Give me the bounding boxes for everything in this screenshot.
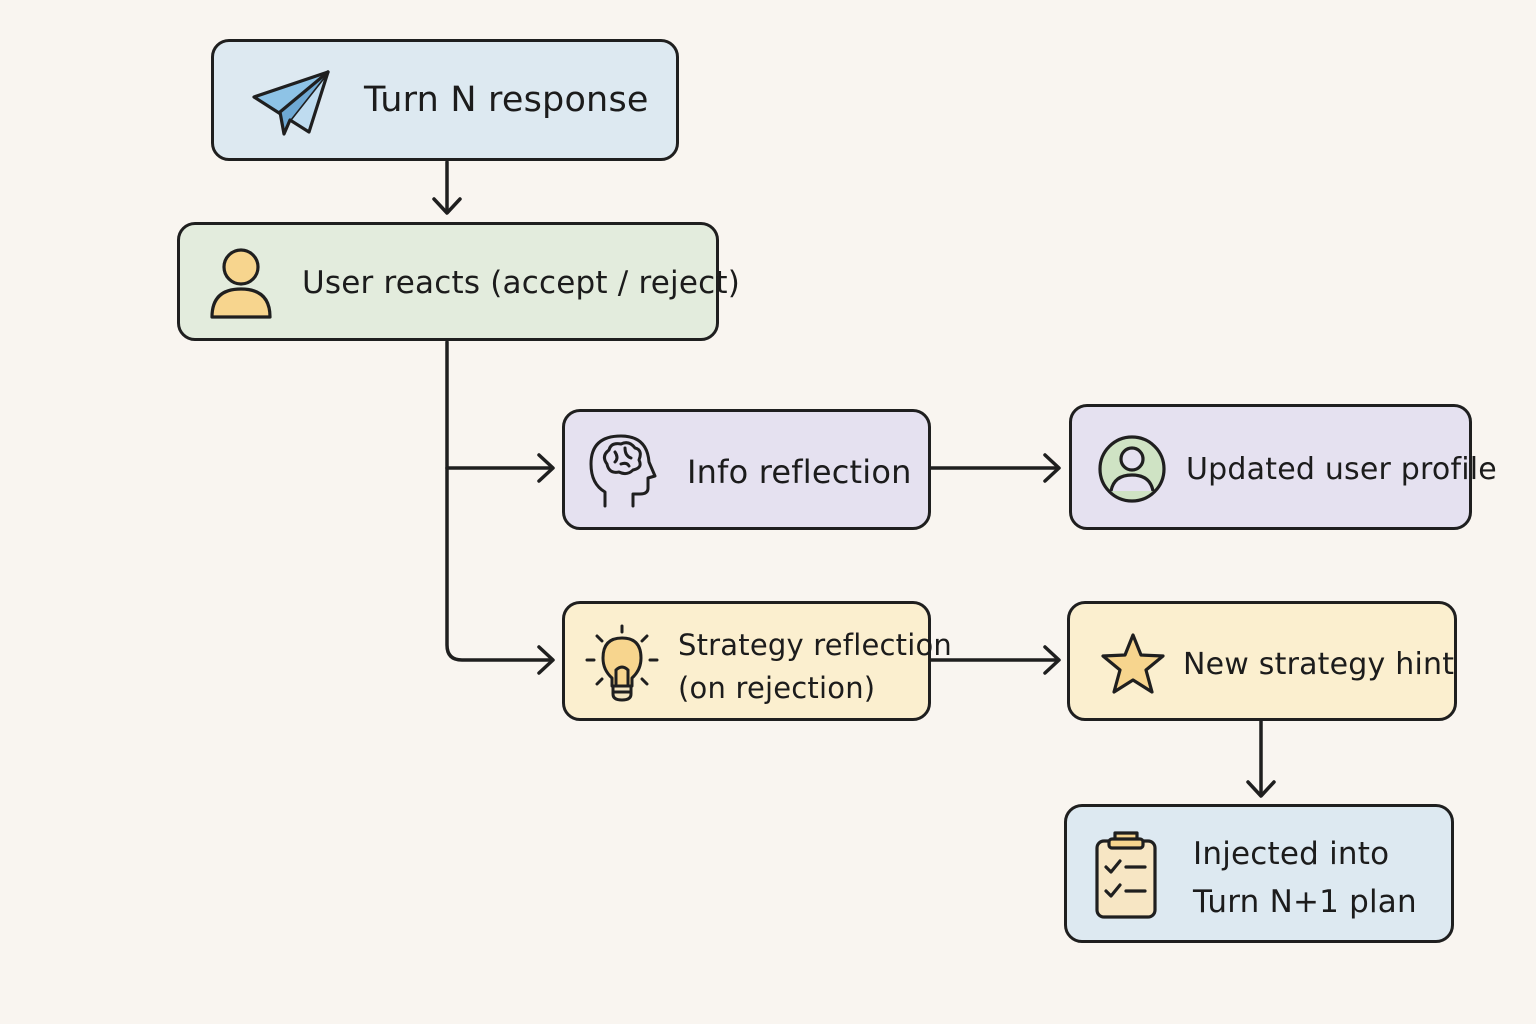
strategy-reflection-label: Strategy reflection (on rejection) [678,624,952,710]
user-reacts-node: User reacts (accept / reject) [177,222,740,341]
injected-plan-node: Injected into Turn N+1 plan [1064,804,1454,943]
user-icon [210,248,272,319]
injected-plan-line2: Turn N+1 plan [1193,884,1417,920]
updated-user-profile-label: Updated user profile [1186,452,1497,487]
edge-hint-to-injected [1246,719,1276,798]
star-icon [1101,633,1165,694]
edge-user-reacts-trunk [445,340,554,662]
lightbulb-icon [585,624,659,702]
edge-user-reacts-to-strategy-reflection [537,645,555,675]
clipboard-checklist-icon [1095,831,1157,919]
edge-user-reacts-to-info-reflection [445,453,555,483]
new-strategy-hint-node: New strategy hint [1067,601,1457,721]
strategy-reflection-node: Strategy reflection (on rejection) [562,601,952,721]
strategy-reflection-line1: Strategy reflection [678,628,953,662]
strategy-reflection-line2: (on rejection) [678,671,876,705]
injected-plan-line1: Injected into [1193,836,1390,872]
turn-n-response-node: Turn N response [211,39,679,161]
new-strategy-hint-label: New strategy hint [1183,647,1455,682]
edge-strategy-to-hint [929,645,1061,675]
user-profile-icon [1098,435,1166,503]
paper-plane-icon [252,70,330,136]
updated-user-profile-node: Updated user profile [1069,404,1497,530]
user-reacts-label: User reacts (accept / reject) [302,265,740,301]
edge-info-to-profile [929,453,1061,483]
info-reflection-label: Info reflection [687,453,912,491]
edge-response-to-user-reacts [432,160,462,215]
injected-plan-label: Injected into Turn N+1 plan [1193,830,1417,926]
info-reflection-node: Info reflection [562,409,931,530]
brain-head-icon [589,434,657,508]
turn-n-response-label: Turn N response [364,80,649,120]
